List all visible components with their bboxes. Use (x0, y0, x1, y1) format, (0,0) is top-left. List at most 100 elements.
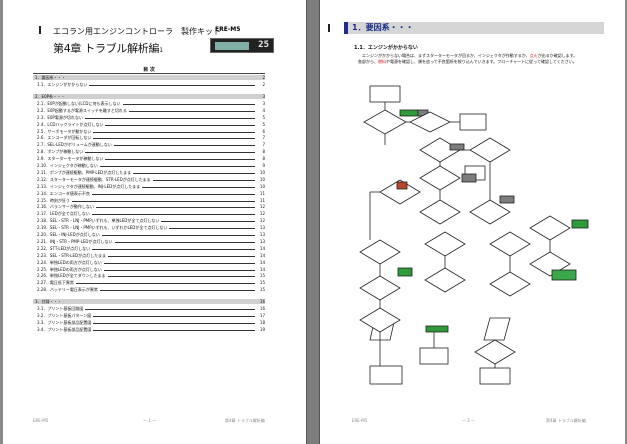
toc-entry-page: 11 (259, 197, 265, 203)
toc-section-label: 3．付録・・・ (35, 299, 62, 305)
flow-start-box (369, 85, 401, 103)
flow-decision (489, 231, 531, 257)
toc-leader-line (76, 283, 255, 285)
toc-entry-page: 16 (259, 306, 265, 312)
toc-entry-page: 10 (259, 169, 265, 175)
toc-entry[interactable]: 2.27．電圧低下異常 15 (33, 280, 265, 285)
toc-leader-line (89, 85, 255, 86)
flow-decision (424, 267, 466, 293)
flow-label-green (399, 109, 419, 117)
flow-decision (359, 239, 401, 265)
document-title: エコラン用エンジンコントローラ 製作キット (53, 27, 221, 36)
toc-leader-line (153, 179, 255, 181)
toc-leader-line (142, 186, 255, 188)
flow-decision (359, 275, 401, 301)
section-title: 1．要因系・・・ (344, 22, 604, 34)
toc-section[interactable]: 3．付録・・・16 (33, 299, 265, 305)
toc-leader-line (169, 228, 255, 230)
toc-entry-label: 2.20．SEL・INJ-LEDが点灯しない (37, 232, 100, 237)
toc-entry-label: 3.3．プリント基板部品配置図 (37, 319, 92, 325)
toc-leader-line (102, 235, 255, 236)
toc-entry-page: 4 (262, 107, 265, 113)
body-line-1: エンジンがかからない場合は、まずスターターモータが回るか、インジェクタが作動する… (358, 53, 578, 58)
footer-left: ERE-M5 (33, 418, 49, 423)
toc-entry-page: 3 (262, 100, 265, 106)
footer-page-number: — 2 — (462, 418, 476, 423)
toc-leader-line (104, 262, 255, 264)
flow-decision (489, 271, 531, 297)
flow-decision (474, 339, 516, 365)
flow-label-gray (449, 143, 465, 151)
toc-leader-line (108, 255, 255, 257)
toc-section[interactable]: 2．E0P系・・・3 (33, 93, 265, 99)
chapter-title-main: 第4章 トラブル解析編 (53, 42, 160, 55)
toc-entry-page: 5 (262, 114, 265, 120)
toc-entry-page: 17 (259, 313, 265, 318)
toc-entry[interactable]: 2.23．SEL・STR-LEDが点灯したまま 14 (33, 253, 265, 258)
document-page-1: エコラン用エンジンコントローラ 製作キット ERE-M5 第4章 トラブル解析編… (3, 0, 306, 444)
toc-entry-label: 2.23．SEL・STR-LEDが点灯したまま (37, 252, 106, 258)
toc-entry[interactable]: 2.26．単独LEDが全てダウンしたまま 15 (33, 273, 265, 278)
toc-entry-label: 2.12．スターターモータが連続駆動、STR-LEDが点灯したまま (37, 176, 151, 182)
toc-entry-label: 2.26．単独LEDが全てダウンしたまま (37, 273, 106, 279)
lcd-value: 25 (258, 40, 269, 50)
toc-entry-page: 8 (262, 156, 265, 162)
header-mark (39, 26, 41, 34)
toc-entry-label: 2.27．電圧低下異常 (37, 280, 74, 286)
toc-entry-label: 2.21．INJ・STR・PMP-LEDが点灯しない (37, 238, 113, 244)
toc-entry-label: 2.13．インジェクタが連続駆動、INJ-LEDが点灯したまま (37, 183, 141, 189)
toc-entry-page: 19 (259, 326, 265, 332)
model-badge: ERE-M5 (215, 26, 241, 33)
toc-leader-line (93, 138, 255, 140)
toc-entry-page: 15 (259, 280, 265, 286)
toc-entry-label: 2.24．単独LEDの両方が点灯しない (37, 259, 102, 265)
toc-section[interactable]: 1．要因系・・・2 (33, 75, 265, 80)
toc-entry-page: 10 (259, 183, 265, 189)
toc-entry[interactable]: 2.19．SEL・STR・LNJ・PMPいずれも、いずれかLEDが全て点灯しない… (33, 225, 265, 230)
flow-box (459, 113, 487, 131)
toc-leader-line (129, 110, 255, 112)
flow-label-green (571, 219, 589, 229)
troubleshooting-flowchart (359, 85, 589, 385)
flow-decision (424, 231, 466, 257)
toc-entry-page: 7 (262, 142, 265, 148)
toc-entry-page: 14 (259, 252, 265, 258)
flow-io (483, 317, 511, 341)
toc-entry-page: 13 (259, 225, 265, 231)
toc-leader-line (85, 152, 255, 154)
toc-leader-line (123, 103, 255, 105)
toc-leader-line (92, 248, 255, 250)
toc-entry[interactable]: 2.13．インジェクタが連続駆動、INJ-LEDが点灯したまま 10 (33, 184, 265, 189)
toc-entry-label: 2.14．エンコーダ値表示不良 (37, 190, 90, 196)
toc-entry-page: 15 (259, 273, 265, 279)
chapter-title-small: 1 (159, 47, 163, 54)
